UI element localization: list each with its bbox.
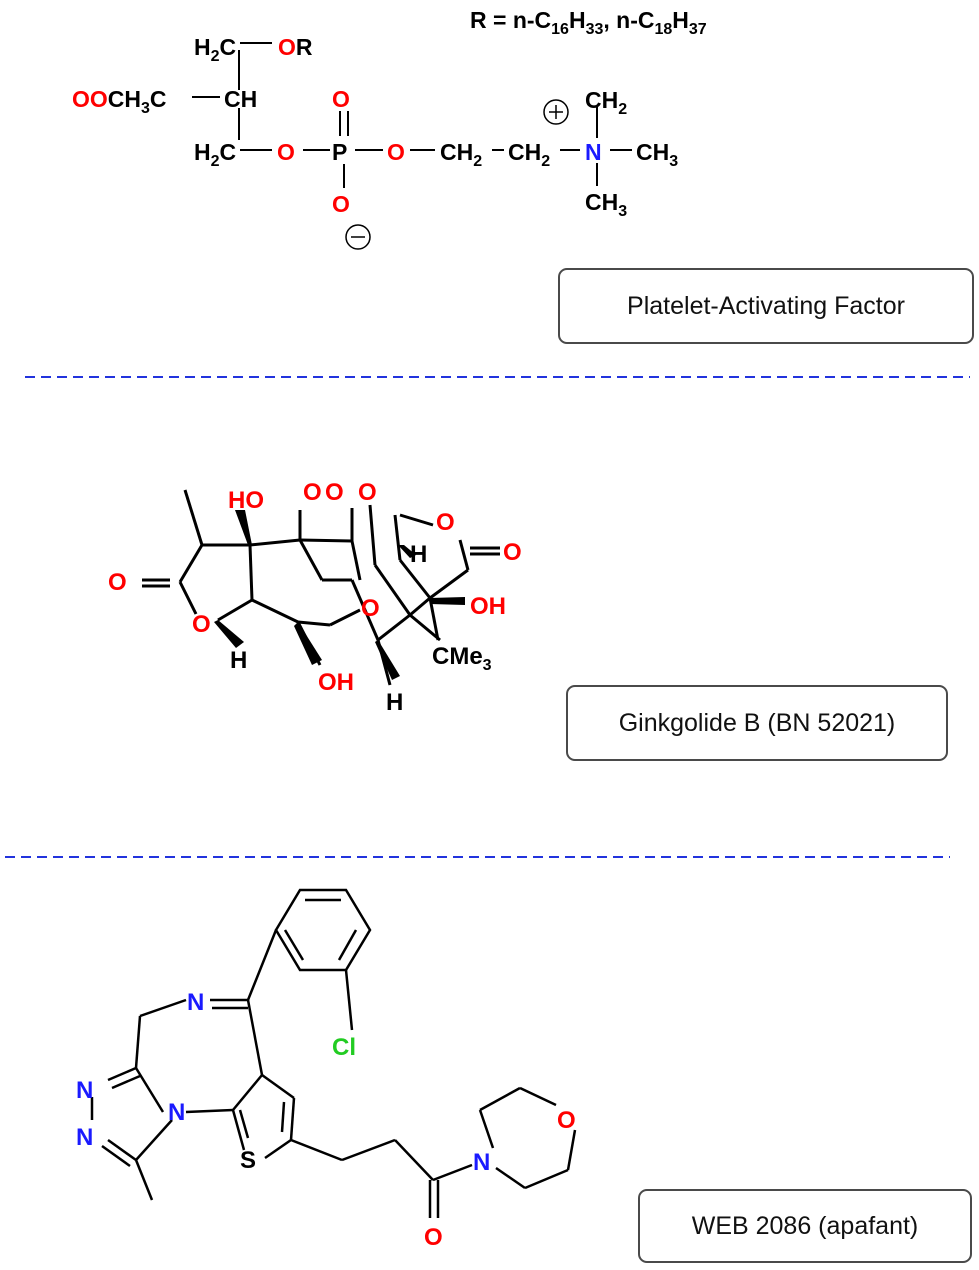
ginkgolide-structure: HO O O H OH O O O O O H OH O CMe3 H: [108, 479, 522, 716]
svg-text:H2C: H2C: [194, 139, 236, 170]
svg-text:O: O: [424, 1224, 443, 1251]
svg-text:N: N: [76, 1077, 93, 1104]
svg-text:N: N: [76, 1124, 93, 1151]
ginkgolide-label: Ginkgolide B (BN 52021): [618, 708, 896, 737]
web2086-label: WEB 2086 (apafant): [691, 1211, 919, 1240]
svg-text:OH: OH: [318, 669, 354, 696]
svg-text:OOCH3C: OOCH3C: [72, 86, 167, 117]
svg-text:O: O: [503, 539, 522, 566]
web2086-panel: N Cl N N N S N O O WEB 2086 (apafant): [0, 865, 979, 1265]
svg-text:CH3: CH3: [585, 189, 627, 220]
svg-text:Cl: Cl: [332, 1034, 356, 1061]
svg-text:N: N: [473, 1149, 490, 1176]
paf-label: Platelet-Activating Factor: [627, 291, 905, 320]
divider-bottom: [5, 856, 950, 858]
svg-text:O: O: [387, 139, 405, 165]
ginkgolide-label-box: Ginkgolide B (BN 52021): [566, 685, 948, 761]
paf-label-box: Platelet-Activating Factor: [558, 268, 974, 344]
svg-text:S: S: [240, 1147, 256, 1174]
svg-text:CH2: CH2: [585, 87, 627, 118]
web2086-label-box: WEB 2086 (apafant): [638, 1189, 972, 1263]
svg-text:O: O: [325, 479, 344, 506]
svg-text:P: P: [332, 139, 347, 165]
ginkgolide-panel: HO O O H OH O O O O O H OH O CMe3 H Gink…: [0, 385, 979, 845]
svg-text:O: O: [332, 86, 350, 112]
svg-text:O: O: [361, 595, 380, 622]
svg-text:OR: OR: [278, 34, 313, 60]
svg-text:H: H: [230, 647, 247, 674]
svg-text:CH3: CH3: [636, 139, 678, 170]
svg-text:N: N: [168, 1099, 185, 1126]
svg-text:N: N: [585, 139, 602, 165]
svg-text:OH: OH: [470, 593, 506, 620]
svg-text:O: O: [557, 1107, 576, 1134]
web2086-structure: N Cl N N N S N O O: [76, 888, 577, 1251]
svg-text:H: H: [410, 541, 427, 568]
positive-charge-icon: [543, 99, 569, 125]
svg-text:HO: HO: [228, 487, 264, 514]
svg-text:CH2: CH2: [440, 139, 482, 170]
svg-text:H: H: [386, 689, 403, 716]
svg-text:O: O: [303, 479, 322, 506]
svg-text:CH2: CH2: [508, 139, 550, 170]
svg-text:CH: CH: [224, 86, 257, 112]
svg-text:O: O: [358, 479, 377, 506]
svg-text:O: O: [108, 569, 127, 596]
paf-structure: R = n-C16H33, n-C18H37 H2C OR OOCH3C CH: [72, 7, 707, 250]
svg-text:H2C: H2C: [194, 34, 236, 65]
paf-r-definition: R = n-C16H33, n-C18H37: [470, 7, 707, 38]
svg-text:N: N: [187, 989, 204, 1016]
svg-text:O: O: [192, 611, 211, 638]
svg-text:CMe3: CMe3: [432, 643, 492, 674]
svg-text:O: O: [277, 139, 295, 165]
negative-charge-icon: [345, 224, 371, 250]
svg-text:O: O: [332, 191, 350, 217]
svg-text:O: O: [436, 509, 455, 536]
divider-top: [25, 376, 970, 378]
paf-panel: R = n-C16H33, n-C18H37 H2C OR OOCH3C CH: [0, 0, 979, 370]
